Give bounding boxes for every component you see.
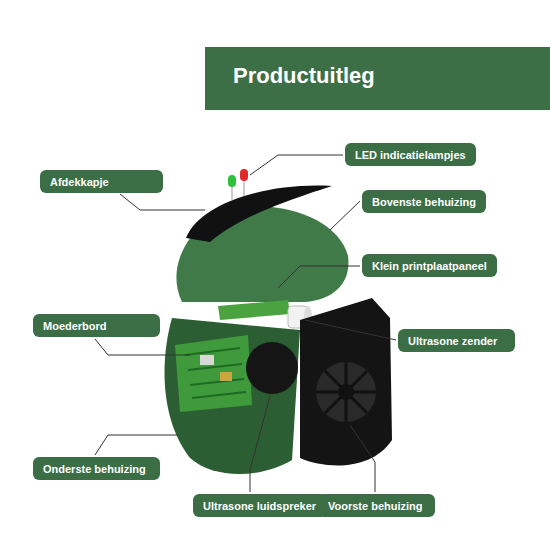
label-box: LED indicatielampjes <box>345 143 476 166</box>
label-text: Klein printplaatpaneel <box>372 260 487 272</box>
lower-housing <box>165 318 300 474</box>
led-lamps <box>228 169 248 200</box>
label-text: Moederbord <box>43 320 107 332</box>
label-box: Moederbord <box>33 314 160 337</box>
small-pcb <box>218 300 290 320</box>
label-box: Ultrasone zender <box>398 329 515 352</box>
label-text: Bovenste behuizing <box>372 196 476 208</box>
label-text: LED indicatielampjes <box>355 149 466 161</box>
label-text: Onderste behuizing <box>43 463 146 475</box>
label-box: Onderste behuizing <box>33 457 160 480</box>
ultrasonic-speaker <box>246 342 298 394</box>
front-housing <box>300 298 392 465</box>
cap <box>186 186 332 242</box>
label-box: Afdekkapje <box>40 170 163 193</box>
label-box: Ultrasone luidspreker <box>193 494 327 517</box>
label-text: Ultrasone zender <box>408 335 497 347</box>
label-box: Voorste behuizing <box>318 494 435 517</box>
label-text: Afdekkapje <box>50 176 109 188</box>
label-box: Bovenste behuizing <box>362 190 486 213</box>
label-text: Ultrasone luidspreker <box>203 500 316 512</box>
title: Productuitleg <box>233 63 375 89</box>
label-text: Voorste behuizing <box>328 500 423 512</box>
motherboard <box>175 335 252 412</box>
label-box: Klein printplaatpaneel <box>362 254 497 277</box>
